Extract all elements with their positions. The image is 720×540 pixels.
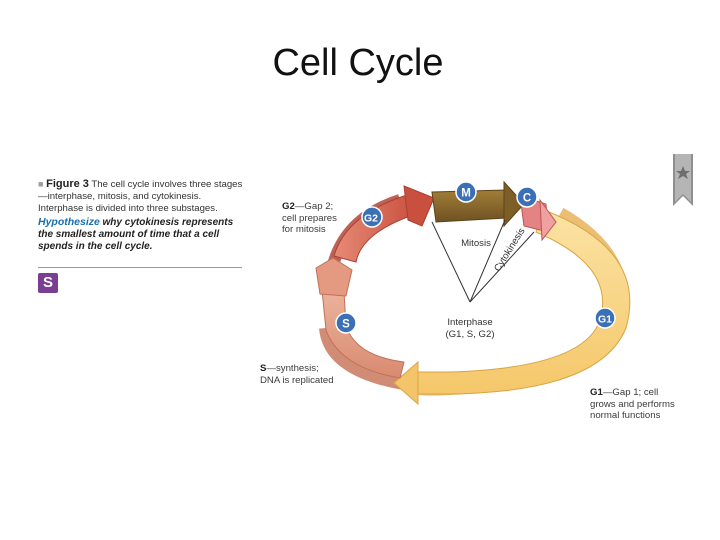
s-description: S—synthesis; DNA is replicated: [260, 363, 334, 386]
skill-badge: S: [38, 273, 58, 293]
marker-m-label: M: [461, 188, 471, 200]
g1-description-line3: normal functions: [590, 410, 661, 422]
marker-s-label: S: [342, 319, 350, 331]
hypothesize-label: Hypothesize: [38, 215, 100, 228]
marker-g1-label: G1: [598, 314, 612, 326]
g2-description: G2—Gap 2; cell prepares for mitosis: [282, 201, 337, 236]
marker-g2-label: G2: [364, 213, 378, 225]
g1-description: G1—Gap 1; cell grows and performs normal…: [590, 387, 675, 422]
g1-description-name: G1: [590, 387, 603, 398]
interphase-label: Interphase: [447, 317, 492, 328]
marker-g1: G1: [594, 307, 616, 329]
bullet-square-icon: ■: [38, 179, 44, 189]
hypothesize-question: why cytokinesis represents the smallest …: [38, 216, 234, 253]
inner-divider-lines: [431, 219, 535, 303]
mitosis-label: Mitosis: [461, 238, 491, 249]
caption-divider: [38, 267, 242, 268]
g1-band: [411, 209, 631, 395]
marker-m: M: [455, 181, 477, 203]
marker-c: C: [516, 186, 538, 208]
slide-title: Cell Cycle: [272, 42, 444, 84]
caption-text: The cell cycle involves three stages—int…: [38, 179, 243, 215]
g2-description-name: G2: [282, 201, 295, 212]
marker-g2: G2: [361, 206, 383, 228]
g1-description-line1: —Gap 1; cell: [602, 387, 659, 398]
s-arrowhead: [315, 257, 353, 297]
m-arrowhead: [503, 180, 525, 228]
g2-description-line3: for mitosis: [282, 224, 326, 236]
g2-description-line2: cell prepares: [282, 212, 337, 224]
s-description-line2: DNA is replicated: [260, 374, 334, 386]
bookmark-ribbon-icon[interactable]: [673, 154, 693, 206]
figure-label: Figure 3: [46, 178, 89, 190]
s-description-name: S: [260, 363, 267, 374]
g1-description-line2: grows and performs: [590, 398, 675, 410]
marker-s: S: [335, 312, 357, 334]
interphase-sub-label: (G1, S, G2): [445, 329, 494, 340]
marker-c-label: C: [523, 193, 531, 205]
figure-caption: ■ Figure 3 The cell cycle involves three…: [38, 178, 244, 253]
g2-arrowhead: [403, 185, 435, 227]
c-arrowhead: [539, 198, 557, 242]
s-band: [321, 289, 405, 379]
cytokinesis-label: Cytokinesis: [492, 226, 527, 274]
g1-arrowhead: [393, 360, 419, 406]
s-description-line1: —synthesis;: [266, 363, 319, 374]
g2-description-line1: —Gap 2;: [294, 201, 334, 212]
